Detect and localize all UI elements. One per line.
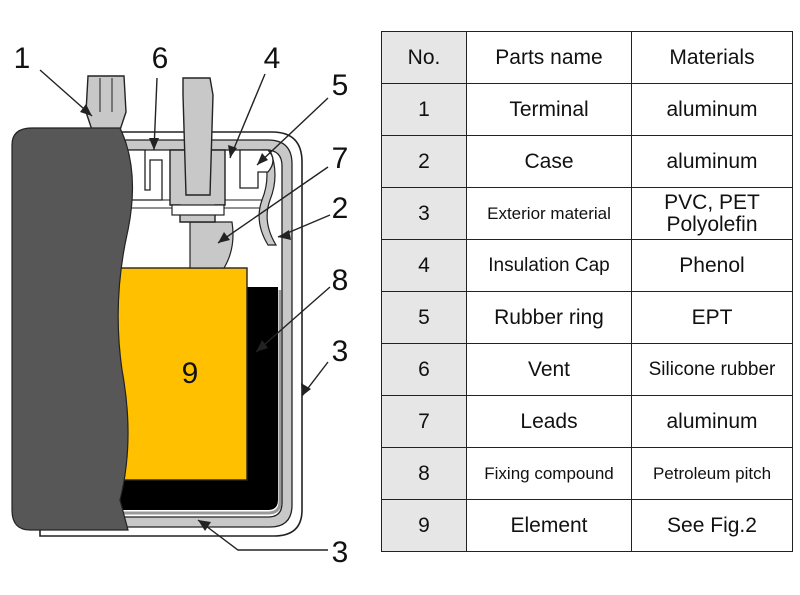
terminal-left [85,75,127,131]
row-no: 5 [381,291,467,344]
row-no: 2 [381,135,467,188]
row-part-name: Insulation Cap [466,239,632,292]
parts-table: No. Parts name Materials 1 Terminal alum… [381,31,793,552]
table-row: 5 Rubber ring EPT [381,291,793,344]
callout-6: 6 [152,42,169,75]
row-no: 7 [381,395,467,448]
table-row: 9 Element See Fig.2 [381,499,793,552]
row-material: aluminum [631,83,793,136]
header-no: No. [381,31,467,84]
table-row: 7 Leads aluminum [381,395,793,448]
row-part-name: Case [466,135,632,188]
header-materials: Materials [631,31,793,84]
callout-7: 7 [332,142,349,175]
row-no: 1 [381,83,467,136]
table-row: 4 Insulation Cap Phenol [381,239,793,292]
row-no: 8 [381,447,467,500]
callout-4: 4 [264,42,281,75]
row-no: 4 [381,239,467,292]
row-no: 6 [381,343,467,396]
row-part-name: Vent [466,343,632,396]
leader-arrowheads [80,104,311,531]
row-no: 9 [381,499,467,552]
row-part-name: Fixing compound [466,447,632,500]
row-material: See Fig.2 [631,499,793,552]
table-row: 8 Fixing compound Petroleum pitch [381,447,793,500]
callout-2: 2 [332,192,349,225]
table-header-row: No. Parts name Materials [381,31,793,84]
callout-5: 5 [332,69,349,102]
row-material: Petroleum pitch [631,447,793,500]
terminal-ring [171,204,225,216]
callout-8: 8 [332,264,349,297]
row-material: EPT [631,291,793,344]
table-row: 3 Exterior material PVC, PET Polyolefin [381,187,793,240]
row-part-name: Leads [466,395,632,448]
row-part-name: Terminal [466,83,632,136]
leads [189,221,234,269]
row-part-name: Element [466,499,632,552]
capacitor-cross-section-diagram: 1 6 4 5 7 2 8 3 3 9 [11,42,349,569]
table-row: 2 Case aluminum [381,135,793,188]
row-material: Silicone rubber [631,343,793,396]
row-material: aluminum [631,395,793,448]
terminal-post [182,77,214,196]
table-row: 6 Vent Silicone rubber [381,343,793,396]
row-part-name: Rubber ring [466,291,632,344]
callout-3-side: 3 [332,335,349,368]
callout-3-bottom: 3 [332,536,349,569]
row-no: 3 [381,187,467,240]
element [109,267,248,481]
vent [124,149,163,201]
fixing-compound [110,287,278,510]
row-material: aluminum [631,135,793,188]
outer-case-cutaway [11,127,134,531]
callout-9: 9 [182,357,199,390]
row-material: PVC, PET Polyolefin [631,187,793,240]
table-row: 1 Terminal aluminum [381,83,793,136]
lead-right [258,149,278,246]
callout-1: 1 [14,42,31,75]
header-parts-name: Parts name [466,31,632,84]
case-liner [110,290,282,515]
row-part-name: Exterior material [466,187,632,240]
row-material: Phenol [631,239,793,292]
